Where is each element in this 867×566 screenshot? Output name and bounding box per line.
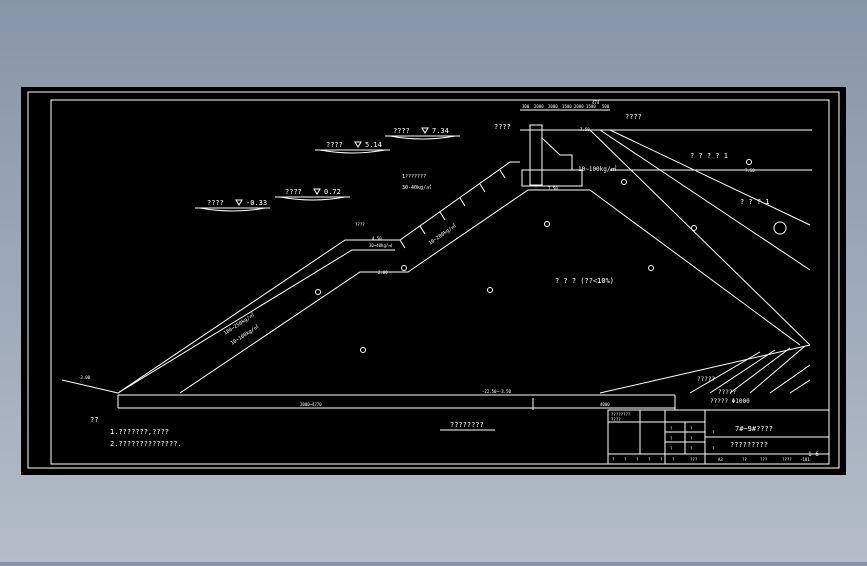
toe-hatching [689,345,811,394]
fill-label-e: ????? Φ1000 [710,398,750,405]
elev-crest-right: 7.50 [745,168,755,173]
svg-text:2000: 2000 [574,104,584,109]
svg-text:?: ? [660,457,663,462]
svg-text:?: ? [690,446,693,451]
fill-label-a: ? ? ? ? 1 [690,152,728,160]
elev-berm: 4.50 [372,236,382,241]
svg-text:??: ?? [742,457,747,462]
project-name: 7#~9#???? [735,425,773,433]
water-level-label-3: ???? [326,141,343,149]
breakwater-profile [61,124,812,410]
armor-layer-line [117,249,395,394]
backfill-line-a [599,129,811,271]
notes-title: ?? [90,416,98,424]
svg-text:500: 500 [602,104,610,109]
svg-text:?: ? [690,436,693,441]
fill-label-c: ????? [697,376,715,383]
water-level-label-2: ???? [285,188,302,196]
svg-text:1500: 1500 [562,104,572,109]
svg-text:?: ? [690,426,693,431]
stone-symbols [315,159,787,353]
title-block-corner-sub: ???? [611,417,621,422]
water-level-label-4: ???? [393,127,410,135]
elev-right-slope: 7.50 [548,186,558,191]
water-level-value-3: 5.14 [365,141,382,149]
fill-label-b: ? ? ? 1 [740,198,770,206]
inner-slope-inner [589,189,801,346]
notes-line-1: 1.???????,???? [110,428,169,436]
fill-label-d: ????? [718,389,736,396]
svg-text:???: ??? [690,457,698,462]
backfill-line-b [609,129,811,226]
crest-wall-base [521,169,583,187]
top-dimensions: 300 2000 2000 1500 2000 1500 474 500 [520,100,610,111]
svg-text:?: ? [670,446,673,451]
toe-slope [599,344,811,394]
crest-label: ???? [494,123,511,131]
water-level-markers: ???? -0.33 ???? 0.72 ???? 5.14 ???? 7.34 [195,127,460,212]
symbol-cluster [773,221,787,235]
elev-toe: -3.00 [78,375,91,380]
elev-crest: 7.50 [580,127,590,132]
svg-text:?: ? [670,436,673,441]
right-top-label: ???? [625,113,642,121]
svg-text:?: ? [670,426,673,431]
outer-armor-inner [179,189,590,394]
svg-text:?: ? [624,457,627,462]
armor-hatching [399,169,506,249]
berm-weight-label: 30~40kg/㎡ [369,242,392,248]
crest-wall-stem [529,124,543,186]
title-block-corner: ???????? [611,412,631,417]
svg-text:?: ? [648,457,651,462]
elev-berm-low: 2.00 [378,270,388,275]
inner-slope-outer [589,129,811,346]
svg-text:2000: 2000 [548,104,558,109]
svg-text:474: 474 [592,100,600,105]
svg-text:A3: A3 [718,457,723,462]
svg-text:????: ???? [782,457,792,462]
dim-base-left: 2000~4770 [300,402,322,407]
crest-weight-label: 10~100kg/㎡ [578,165,617,173]
water-level-value-4: 7.34 [432,127,449,135]
elev-base: -22.50~-3.50 [482,389,511,394]
svg-text:2000: 2000 [534,104,544,109]
inner-frame [50,99,830,465]
water-level-label-1: ???? [207,199,224,207]
notes-line-2: 2.??????????????. [110,440,182,448]
water-level-value-2: 0.72 [324,188,341,196]
upper-weight-label: 30-40kg/㎡ [402,184,431,191]
svg-text:?: ? [636,457,639,462]
svg-text:?: ? [712,430,715,435]
sheet-number: 1 6 [808,451,819,458]
seabed-left [61,379,119,394]
title-block: ???????? ???? 7#~9#???? ????????? ? ? ? … [607,409,830,465]
svg-text:?: ? [712,446,715,451]
dim-base-right: 4000 [600,402,610,407]
water-level-value-1: -0.33 [246,199,267,207]
svg-text:?: ? [672,457,675,462]
svg-text:300: 300 [522,104,530,109]
drawing-name: ????????? [730,441,768,449]
upper-block-label: 1??????? [402,174,426,180]
berm-top-label: ???? [355,222,365,227]
svg-text:·101: ·101 [800,457,810,462]
svg-text:?: ? [612,457,615,462]
drawing-sheet [21,87,846,475]
svg-text:???: ??? [760,457,768,462]
center-label: ???????? [450,421,484,429]
outer-frame [27,91,840,469]
svg-text:1500: 1500 [586,104,596,109]
core-fill-label: ? ? ? (??<10%) [555,277,614,285]
